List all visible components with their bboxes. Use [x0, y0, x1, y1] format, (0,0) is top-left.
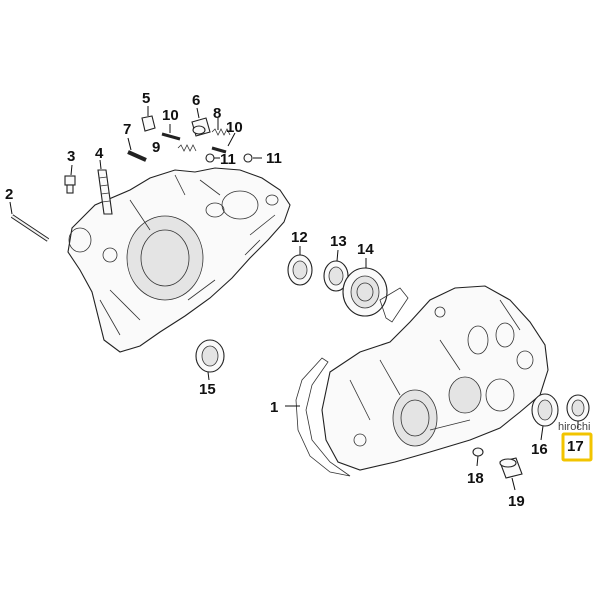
callout-18: 18: [467, 470, 484, 487]
callout-7: 7: [123, 121, 131, 138]
callout-14: 14: [357, 241, 374, 258]
callout-1: 1: [270, 399, 278, 416]
part-17-seal: [566, 394, 590, 422]
part-2-long-bolt: [10, 214, 50, 242]
watermark: hirochi: [558, 421, 590, 433]
part-9-spring: [177, 144, 197, 152]
callout-9: 9: [152, 139, 160, 156]
part-11-washers: [205, 153, 253, 163]
callout-17: 17: [567, 438, 584, 455]
callout-10b: 10: [226, 119, 243, 136]
callout-6: 6: [192, 92, 200, 109]
part-13-seal: [323, 260, 349, 292]
callout-2: 2: [5, 186, 13, 203]
part-7-bolt: [127, 150, 147, 162]
callout-19: 19: [508, 493, 525, 510]
part-5-plug: [141, 115, 156, 132]
part-8-spring: [211, 128, 231, 136]
part-10-pins: [161, 132, 227, 154]
callout-8: 8: [213, 105, 221, 122]
part-6-plug: [191, 117, 211, 137]
callout-13: 13: [330, 233, 347, 250]
callout-10a: 10: [162, 107, 179, 124]
leader-lines: [9, 106, 579, 491]
bracket: [379, 287, 409, 323]
part-15-seal: [195, 339, 225, 373]
part-14-bearing: [342, 267, 388, 317]
callout-4: 4: [95, 145, 104, 162]
callout-11a: 11: [220, 151, 236, 168]
part-3-bolt: [64, 175, 76, 194]
callout-12: 12: [291, 229, 308, 246]
part-16-seal: [531, 393, 559, 427]
highlight-box-17: [561, 432, 593, 462]
part-18-washer: [472, 447, 484, 457]
callout-11b: 11: [266, 150, 282, 167]
callout-16: 16: [531, 441, 548, 458]
part-1-gasket: [295, 357, 351, 477]
part-19-plug: [499, 457, 523, 479]
callout-3: 3: [67, 148, 75, 165]
left-crankcase-half: [67, 167, 291, 353]
part-12-seal: [287, 254, 313, 286]
callout-5: 5: [142, 90, 150, 107]
part-4-stud: [97, 169, 113, 215]
callout-15: 15: [199, 381, 216, 398]
right-crankcase-half: [321, 285, 549, 471]
